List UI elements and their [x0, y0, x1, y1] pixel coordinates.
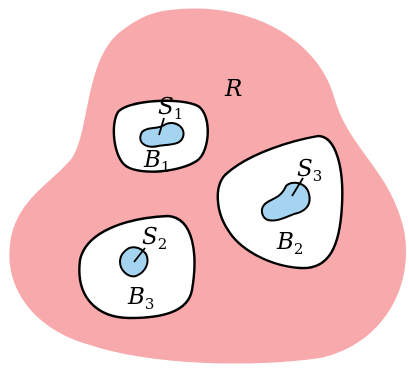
ball-b3-index: 3	[145, 295, 155, 313]
s1-leader-line	[158, 117, 165, 136]
ball-b1-label: B1	[143, 147, 170, 176]
region-r-label: R	[224, 76, 242, 102]
set-s1-shape	[139, 122, 185, 148]
set-s1-index: 1	[174, 105, 184, 123]
ball-b2-index: 2	[294, 240, 304, 258]
region-r-shape	[9, 8, 407, 364]
ball-b2-letter: B	[276, 229, 294, 255]
ball-b3-label: B3	[127, 284, 154, 313]
region-r-letter: R	[224, 76, 242, 102]
set-s3-letter: S	[297, 156, 313, 182]
s2-leader-line	[133, 247, 146, 263]
set-s2-label: S2	[142, 224, 167, 253]
set-s1-letter: S	[158, 94, 174, 120]
ball-b1-index: 1	[161, 158, 171, 176]
set-s3-shape	[260, 181, 311, 222]
ball-b2-label: B2	[276, 229, 303, 258]
set-s3-label: S3	[297, 156, 322, 185]
ball-b1-letter: B	[143, 147, 161, 173]
set-s1-label: S1	[158, 94, 183, 123]
set-s2-index: 2	[158, 235, 168, 253]
set-s3-index: 3	[313, 167, 323, 185]
s3-leader-line	[291, 177, 304, 197]
ball-b3-letter: B	[127, 284, 145, 310]
set-s2-letter: S	[142, 224, 158, 250]
